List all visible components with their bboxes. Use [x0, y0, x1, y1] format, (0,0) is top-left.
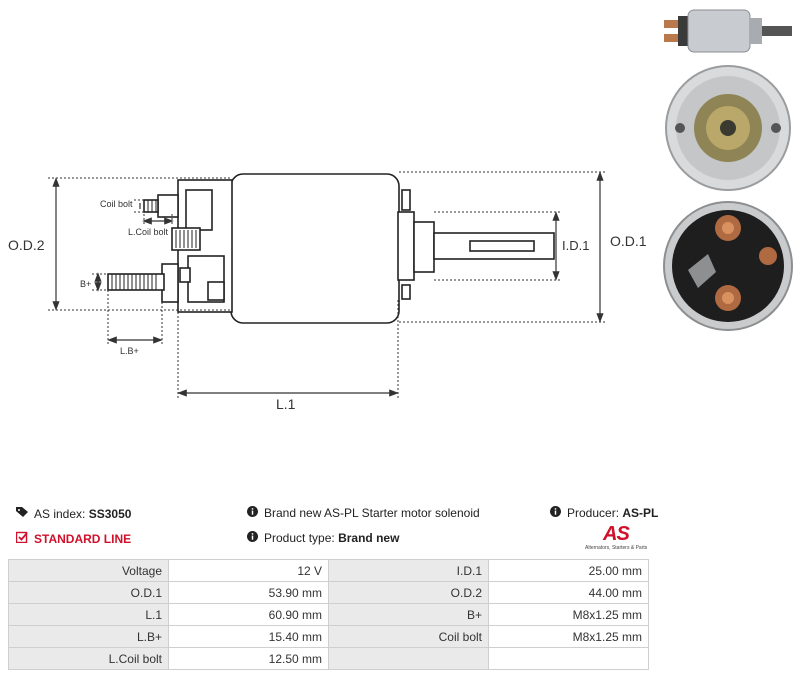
spec-value: 53.90 mm	[168, 581, 329, 604]
spec-label: L.1	[8, 603, 169, 626]
spec-value: 25.00 mm	[488, 559, 649, 582]
product-photo-side	[664, 9, 792, 53]
spec-value: M8x1.25 mm	[488, 603, 649, 626]
spec-value	[488, 647, 649, 670]
spec-value: 44.00 mm	[488, 581, 649, 604]
coil-bolt	[157, 194, 179, 218]
as-index-value: SS3050	[88, 506, 132, 521]
spec-value: 15.40 mm	[168, 625, 329, 648]
spec-value: 12 V	[168, 559, 329, 582]
description: Brand new AS-PL Starter motor solenoid	[247, 506, 480, 520]
info-icon	[550, 506, 561, 520]
coil-bolt-label: Coil bolt	[100, 199, 133, 209]
producer-value: AS-PL	[622, 506, 659, 520]
spec-label: L.Coil bolt	[8, 647, 169, 670]
as-index: AS index: SS3050	[16, 506, 131, 521]
l1-label: L.1	[276, 396, 296, 412]
info-icon	[247, 531, 258, 545]
spec-label: L.B+	[8, 625, 169, 648]
technical-drawing: O.D.2 O.D.1 I.D.1 L.1 Coil bolt L.Coil b…	[8, 171, 647, 412]
info-icon	[247, 506, 258, 520]
spec-label: O.D.1	[8, 581, 169, 604]
spec-label: B+	[328, 603, 489, 626]
l-coil-bolt-label: L.Coil bolt	[128, 227, 169, 237]
product-photo-back	[665, 65, 791, 191]
b-plus-label: B+	[80, 279, 91, 289]
product-type-value: Brand new	[338, 531, 400, 545]
right-flange	[397, 211, 415, 281]
as-pl-logo: AS Alternators, Starters & Parts	[585, 523, 648, 551]
spec-label: O.D.2	[328, 581, 489, 604]
od1-label: O.D.1	[610, 233, 647, 249]
spec-value: M8x1.25 mm	[488, 625, 649, 648]
od2-label: O.D.2	[8, 237, 45, 253]
product-type: Product type: Brand new	[247, 531, 399, 545]
id1-label: I.D.1	[562, 238, 589, 253]
solenoid-body	[230, 173, 400, 324]
spec-label: I.D.1	[328, 559, 489, 582]
spec-value: 60.90 mm	[168, 603, 329, 626]
spec-value: 12.50 mm	[168, 647, 329, 670]
producer: Producer: AS-PL	[550, 506, 658, 520]
spec-label: Voltage	[8, 559, 169, 582]
l-b-plus-label: L.B+	[120, 346, 139, 356]
standard-line-badge: STANDARD LINE	[15, 531, 131, 546]
spec-label	[328, 647, 489, 670]
check-square-icon	[15, 531, 28, 546]
product-photo-front	[663, 201, 793, 331]
tag-icon	[16, 506, 28, 521]
spec-label: Coil bolt	[328, 625, 489, 648]
